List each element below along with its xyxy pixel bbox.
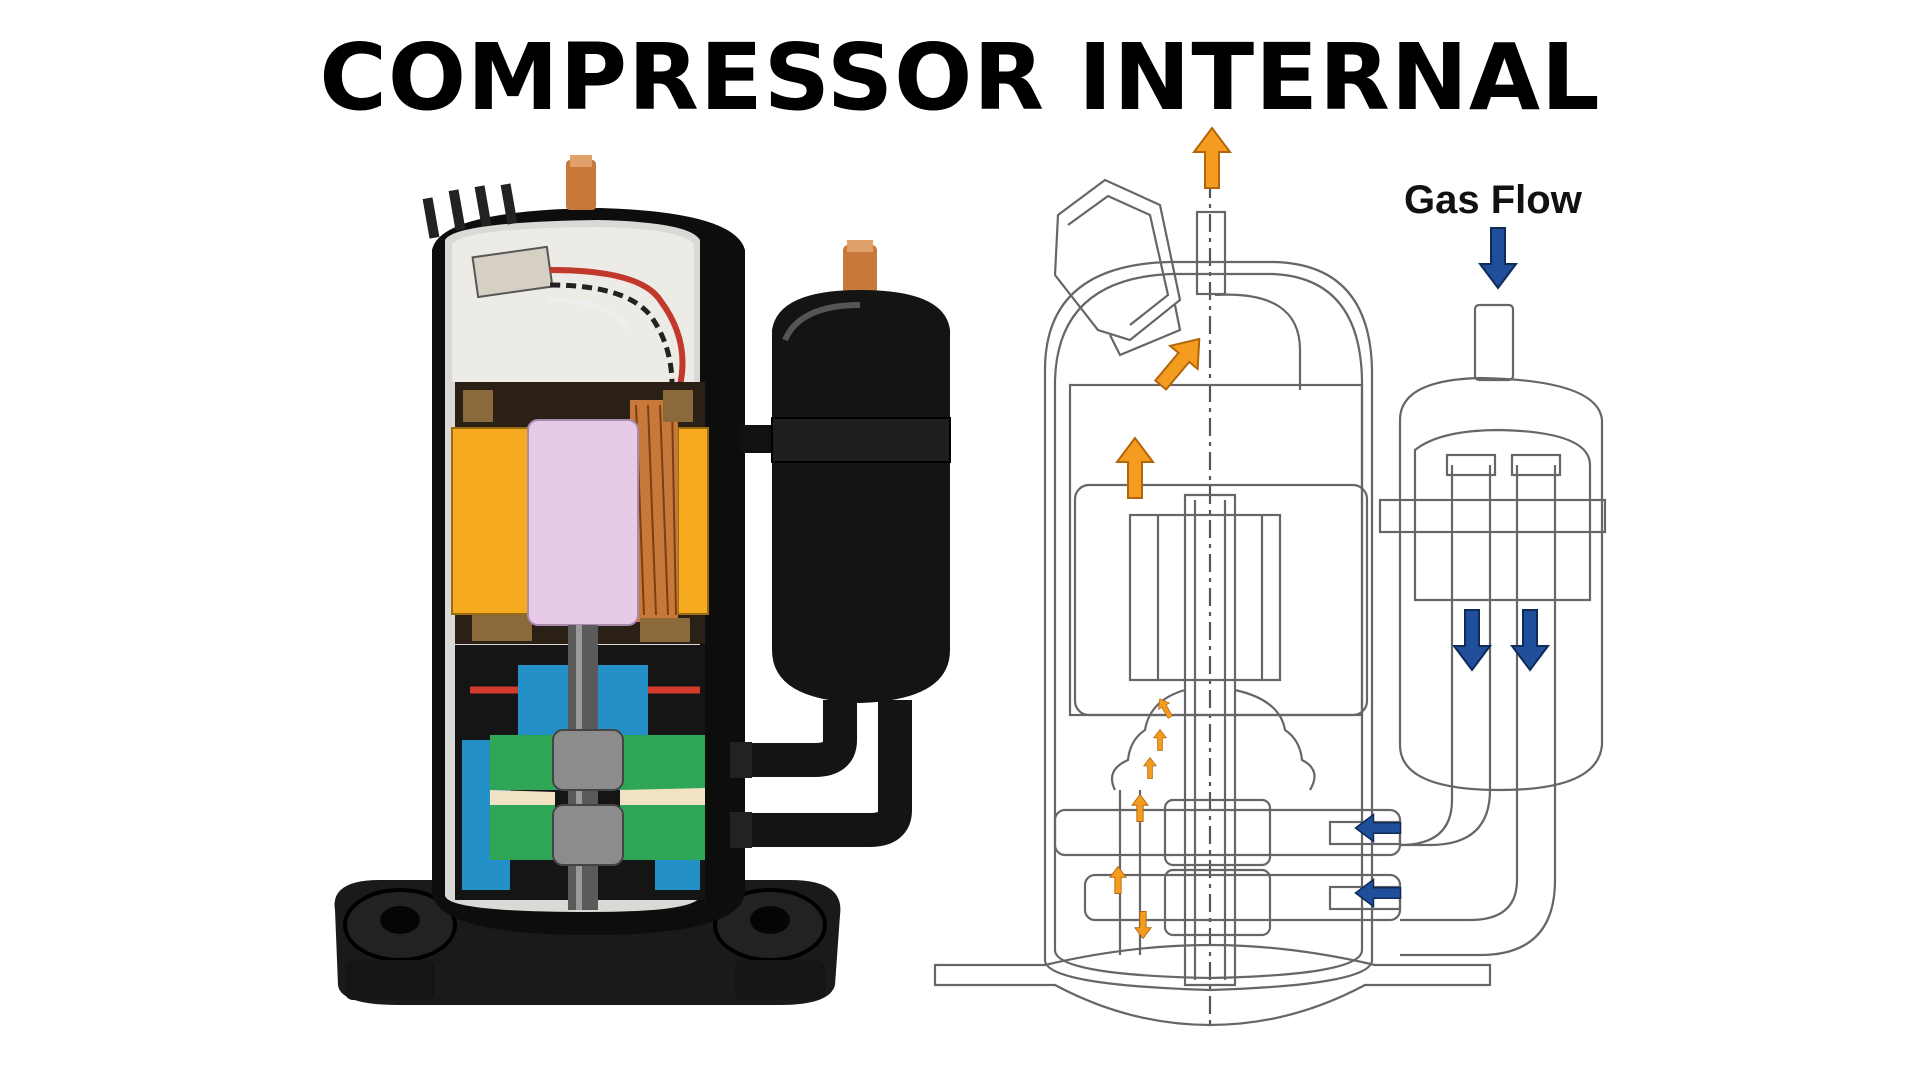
gas-flow-label: Gas Flow bbox=[1404, 178, 1582, 222]
discharge-arrow-icon bbox=[1109, 866, 1127, 894]
stator-coil-right bbox=[677, 427, 709, 615]
roller-piston-lower bbox=[552, 804, 624, 866]
suction-arrow-icon bbox=[1354, 813, 1402, 843]
discharge-arrow-icon bbox=[1131, 794, 1149, 822]
suction-arrow-icon bbox=[1479, 227, 1517, 289]
suction-arrow-icon bbox=[1354, 878, 1402, 908]
discharge-arrow-icon bbox=[1153, 729, 1167, 751]
discharge-arrow-icon bbox=[1134, 911, 1152, 939]
cylinder-upper-right bbox=[620, 735, 705, 790]
accumulator bbox=[730, 240, 951, 848]
cylinder-lower-right bbox=[620, 805, 705, 860]
discharge-arrow-icon bbox=[1143, 757, 1157, 779]
page-title: COMPRESSOR INTERNAL bbox=[319, 24, 1601, 131]
discharge-arrow-icon bbox=[1153, 695, 1177, 721]
discharge-arrow-icon bbox=[1193, 127, 1231, 189]
discharge-pipe-stub bbox=[566, 160, 596, 210]
roller-piston-upper bbox=[552, 729, 624, 791]
suction-arrow-icon bbox=[1453, 609, 1491, 671]
compression-pump bbox=[455, 625, 705, 910]
cylinder-lower-left bbox=[490, 805, 555, 860]
discharge-arrow-icon bbox=[1116, 437, 1154, 499]
discharge-arrow-icon bbox=[1145, 326, 1215, 398]
cylinder-upper-left bbox=[490, 735, 555, 790]
suction-arrow-icon bbox=[1511, 609, 1549, 671]
stator-coil-left bbox=[451, 427, 529, 615]
